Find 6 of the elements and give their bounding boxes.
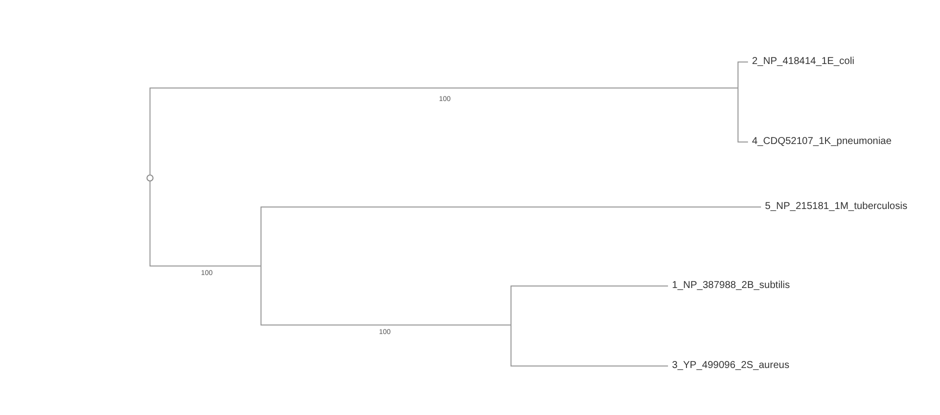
taxon-label: 1_NP_387988_2B_subtilis [672, 279, 790, 293]
taxon-label: 5_NP_215181_1M_tuberculosis [765, 200, 908, 214]
taxon-label: 3_YP_499096_2S_aureus [672, 359, 790, 373]
taxon-label: 4_CDQ52107_1K_pneumoniae [752, 135, 892, 149]
taxon-label: 2_NP_418414_1E_coli [752, 55, 854, 69]
root-node [146, 174, 154, 182]
